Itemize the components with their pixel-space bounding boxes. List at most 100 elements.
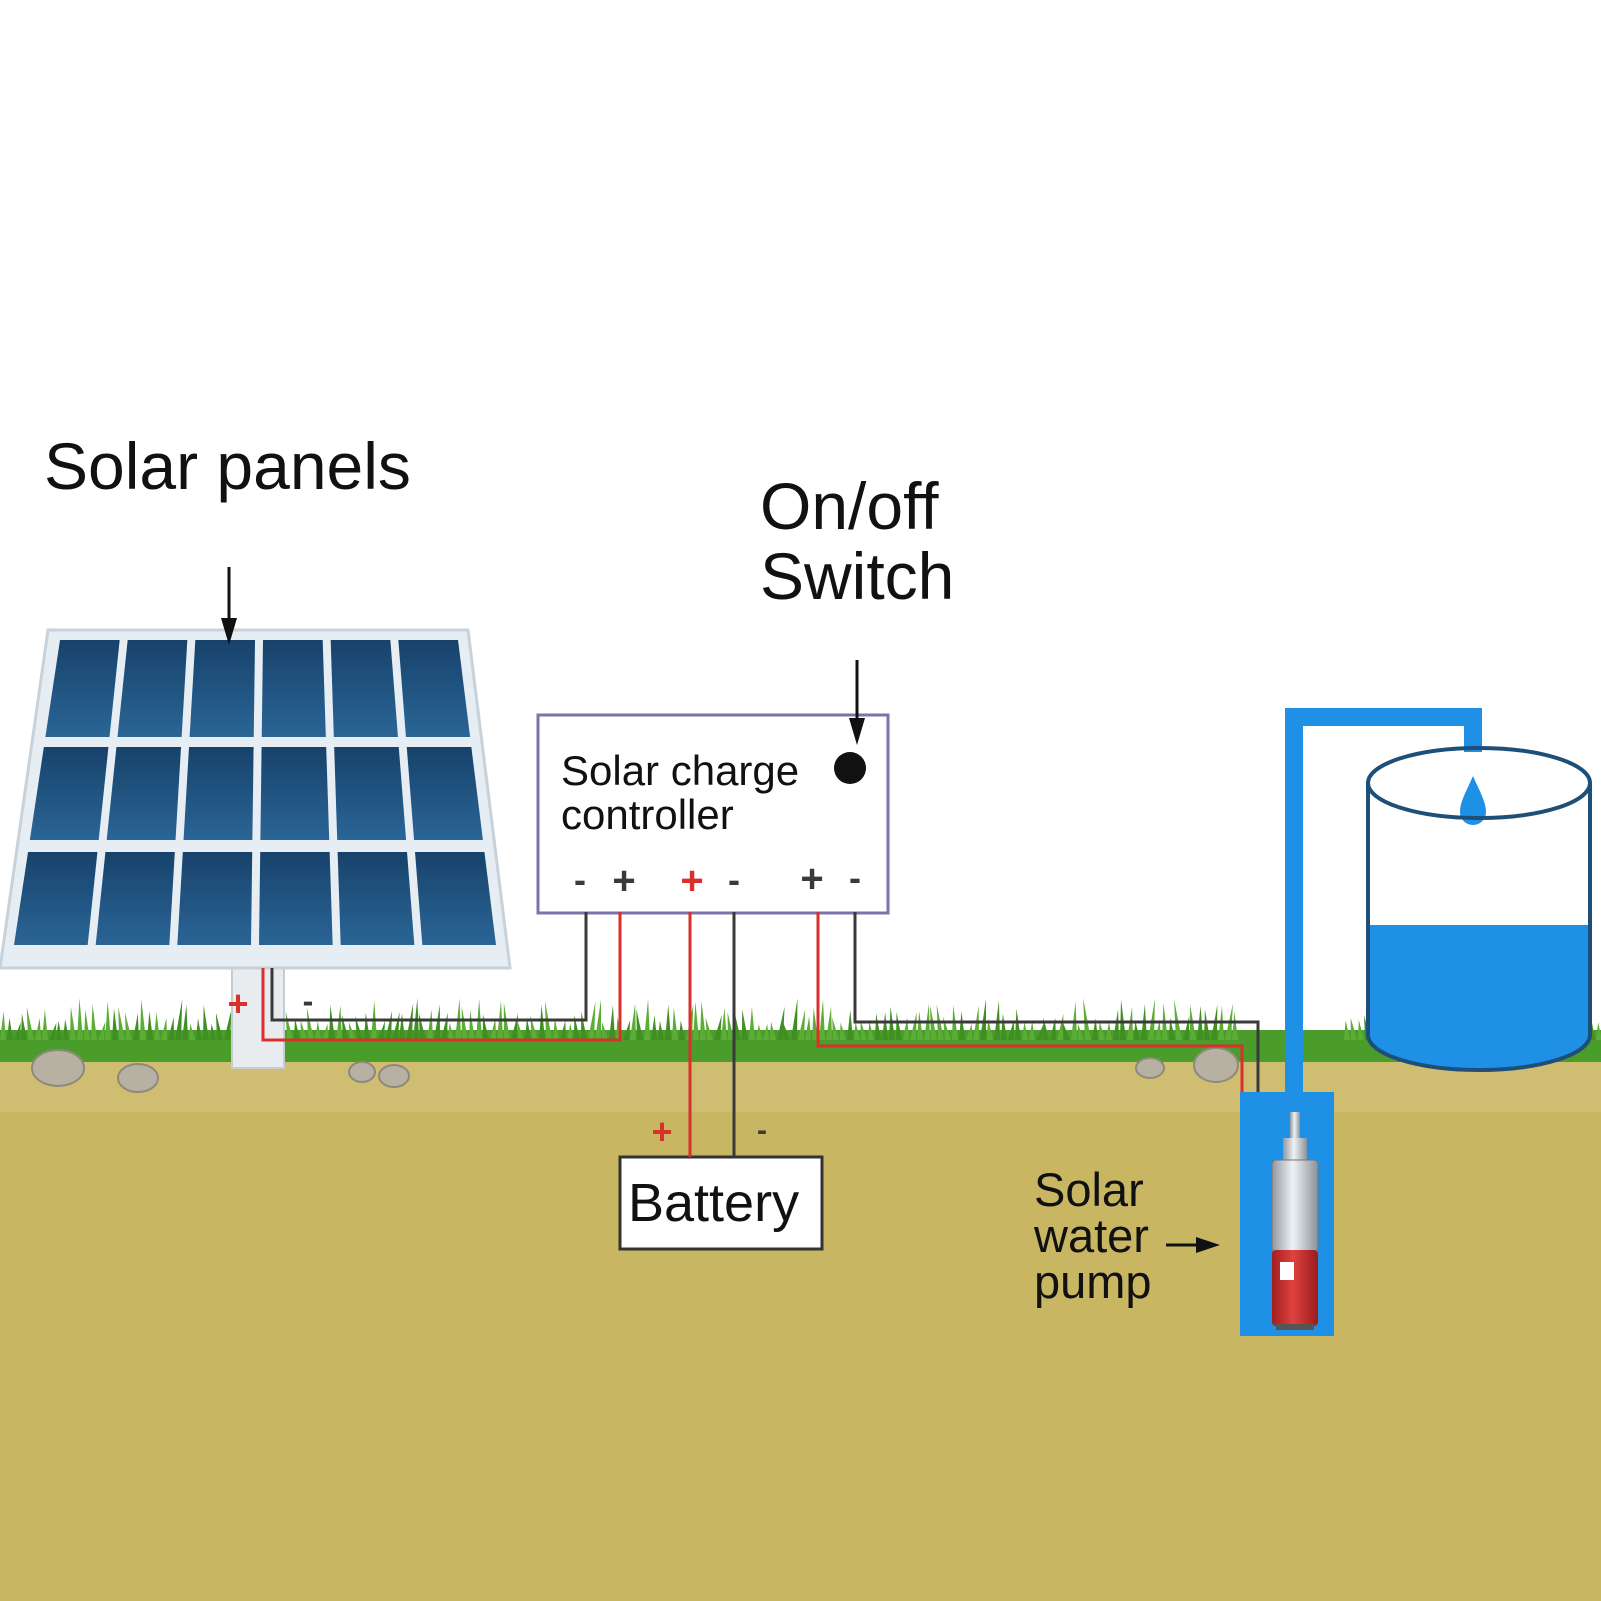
grass-blade <box>490 1017 496 1040</box>
grass-blade <box>182 1004 188 1040</box>
grass-blade <box>336 1005 342 1040</box>
battery-label: Battery <box>628 1173 800 1233</box>
solar-cell <box>415 852 496 945</box>
grass-blade <box>1001 1013 1007 1040</box>
grass-blade <box>7 1017 13 1040</box>
solar-cell <box>117 640 188 737</box>
grass-blade <box>826 1006 832 1040</box>
grass-blade <box>133 1013 139 1040</box>
grass-blade <box>896 1011 902 1040</box>
grass-blade <box>175 998 183 1040</box>
grass-blade <box>700 1000 706 1040</box>
grass-blade <box>588 1000 596 1040</box>
grass-blade <box>1036 1023 1044 1040</box>
grass-blade <box>1099 1020 1105 1040</box>
switch-button[interactable] <box>834 752 866 784</box>
grass-blade <box>399 1013 405 1040</box>
grass-blade <box>147 1011 153 1040</box>
grass-blade <box>215 1012 223 1040</box>
grass-blade <box>1350 1017 1357 1040</box>
solar-cell <box>260 747 330 840</box>
charge-controller-box <box>536 713 890 915</box>
grass-blade <box>469 1010 475 1040</box>
grass-blade <box>329 1004 335 1040</box>
battery-positive-sign: + <box>651 1111 672 1152</box>
grass-blade <box>1596 1022 1601 1040</box>
grass-blade <box>805 1015 811 1040</box>
solar-cell <box>398 640 471 737</box>
grass-blade <box>847 1010 853 1040</box>
ctrl-battery-negative-sign: - <box>728 859 740 900</box>
grass-blade <box>980 998 986 1040</box>
grass-blade <box>112 1008 118 1040</box>
grass-blade <box>644 998 650 1040</box>
grass-blade <box>118 1007 125 1040</box>
grass-blade <box>882 1012 888 1040</box>
grass-blade <box>1364 1015 1371 1040</box>
solar-cell <box>334 747 407 840</box>
solar-cell <box>189 640 255 737</box>
submersible-pump <box>1271 1112 1319 1330</box>
grass-blade <box>1057 1013 1064 1040</box>
grass-blade <box>987 1018 993 1040</box>
grass-blade <box>840 1022 846 1040</box>
solar-cell <box>95 852 175 945</box>
grass-blade <box>705 1017 713 1040</box>
grass-blade <box>798 1009 806 1040</box>
solar-cell <box>29 747 109 840</box>
grass-blade <box>1083 998 1091 1040</box>
grass-blade <box>832 1017 839 1040</box>
solar-cell <box>261 640 326 737</box>
grass-blade <box>602 1021 608 1040</box>
grass-blade <box>1204 1009 1210 1040</box>
grass-blade <box>441 1012 448 1040</box>
grass-blade <box>161 1017 167 1040</box>
water-drop <box>1460 776 1486 825</box>
grass-blade <box>819 999 825 1040</box>
grass-blade <box>1092 1018 1098 1040</box>
grass-blade <box>105 1001 111 1040</box>
grass-blade <box>994 1000 1000 1040</box>
grass-blade <box>749 1006 755 1040</box>
grass-blade <box>1106 1021 1112 1040</box>
grass-blade <box>672 1008 678 1040</box>
solar-cell <box>106 747 182 840</box>
grass-blade <box>196 1018 202 1040</box>
grass-blade <box>1174 999 1182 1040</box>
grass-blade <box>525 1017 531 1040</box>
grass-blade <box>0 1011 6 1040</box>
grass-blade <box>665 1004 671 1040</box>
grass-blade <box>294 1018 300 1040</box>
solar-cell <box>330 640 398 737</box>
grass-blade <box>461 1006 468 1040</box>
grass-blade <box>1008 1019 1014 1040</box>
grass-blade <box>56 1020 62 1040</box>
grass-blade <box>1022 1021 1028 1040</box>
grass-blade <box>224 1012 231 1040</box>
terminal-signs: + - - + + - + - + - <box>227 857 861 1152</box>
grass-blade <box>727 1011 734 1040</box>
battery-negative-sign: - <box>757 1114 767 1147</box>
grass-blade <box>26 1006 34 1040</box>
grass-blade <box>49 1022 57 1040</box>
solar-cell <box>337 852 415 945</box>
ctrl-load-positive-sign: + <box>800 857 823 901</box>
grass-blade <box>530 1015 538 1040</box>
grass-blade <box>168 1016 174 1040</box>
grass-blade <box>355 1016 363 1040</box>
grass-blade <box>98 1021 106 1040</box>
grass-blade <box>77 998 83 1040</box>
solar-panel <box>0 628 512 970</box>
grass-blade <box>140 999 146 1040</box>
grass-blade <box>124 1012 132 1040</box>
grass-blade <box>777 1006 785 1040</box>
grass-blade <box>658 1020 664 1040</box>
pump-label-line3: pump <box>1034 1255 1152 1308</box>
grass-blade <box>378 1020 385 1040</box>
grass-blade <box>735 1015 741 1040</box>
water-pipe <box>1285 708 1482 1160</box>
grass-blade <box>875 1013 881 1040</box>
water-tank <box>1366 746 1592 1072</box>
solar-panels-label: Solar panels <box>44 429 411 503</box>
